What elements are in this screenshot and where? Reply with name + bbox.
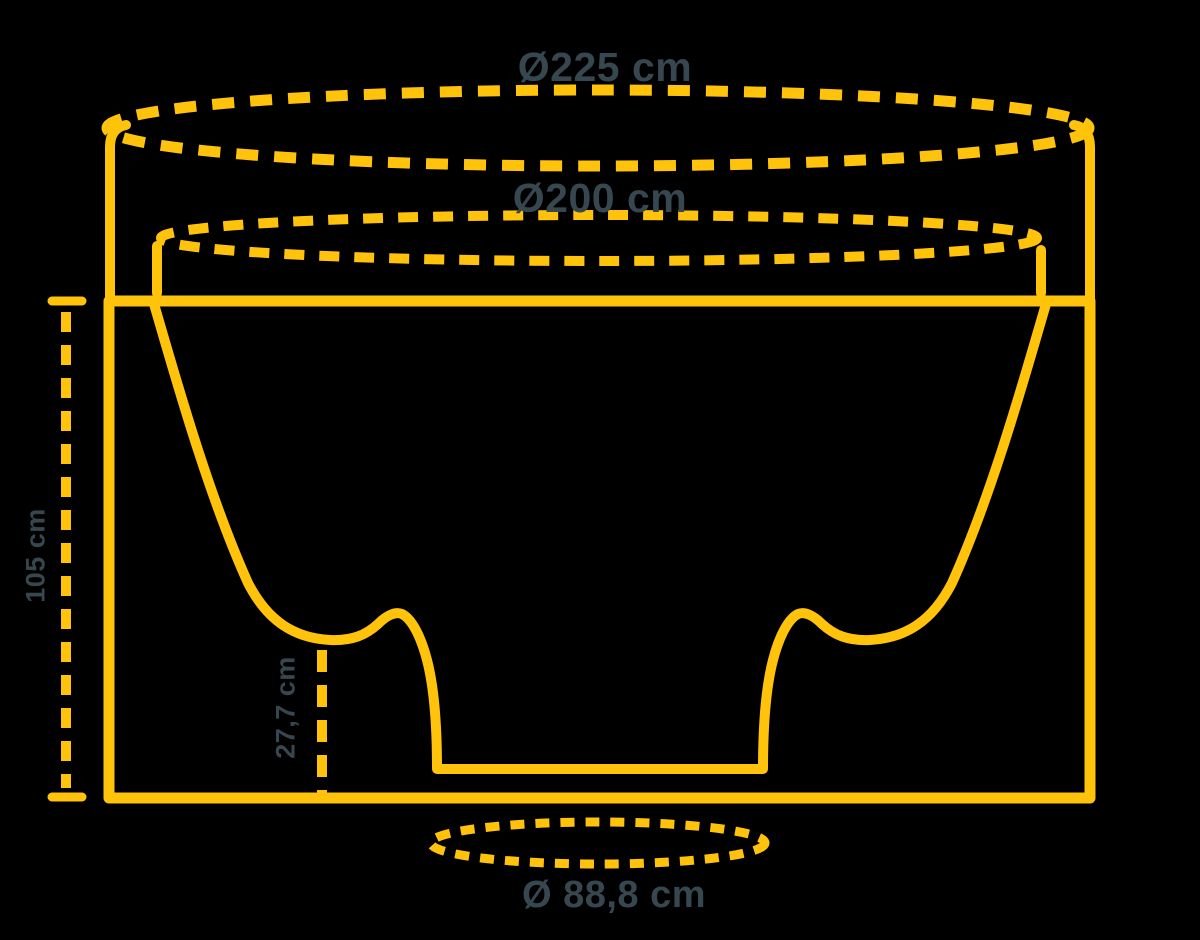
height-label: 105 cm [20, 508, 51, 603]
base-diameter-label: Ø 88,8 cm [521, 874, 707, 916]
inner-diameter-label: Ø200 cm [512, 175, 688, 221]
outer-wall-left [105, 120, 131, 307]
tub-body-outline [103, 295, 1096, 804]
seat-height-label: 27,7 cm [270, 656, 301, 759]
outer-wall-right [1069, 120, 1095, 307]
outer-rim-ellipse [101, 84, 1095, 172]
tub-interior-profile [149, 299, 1051, 774]
outer-diameter-label: Ø225 cm [517, 44, 693, 90]
inner-rim-ellipse [156, 210, 1042, 266]
footwell-base-ellipse [426, 817, 770, 869]
